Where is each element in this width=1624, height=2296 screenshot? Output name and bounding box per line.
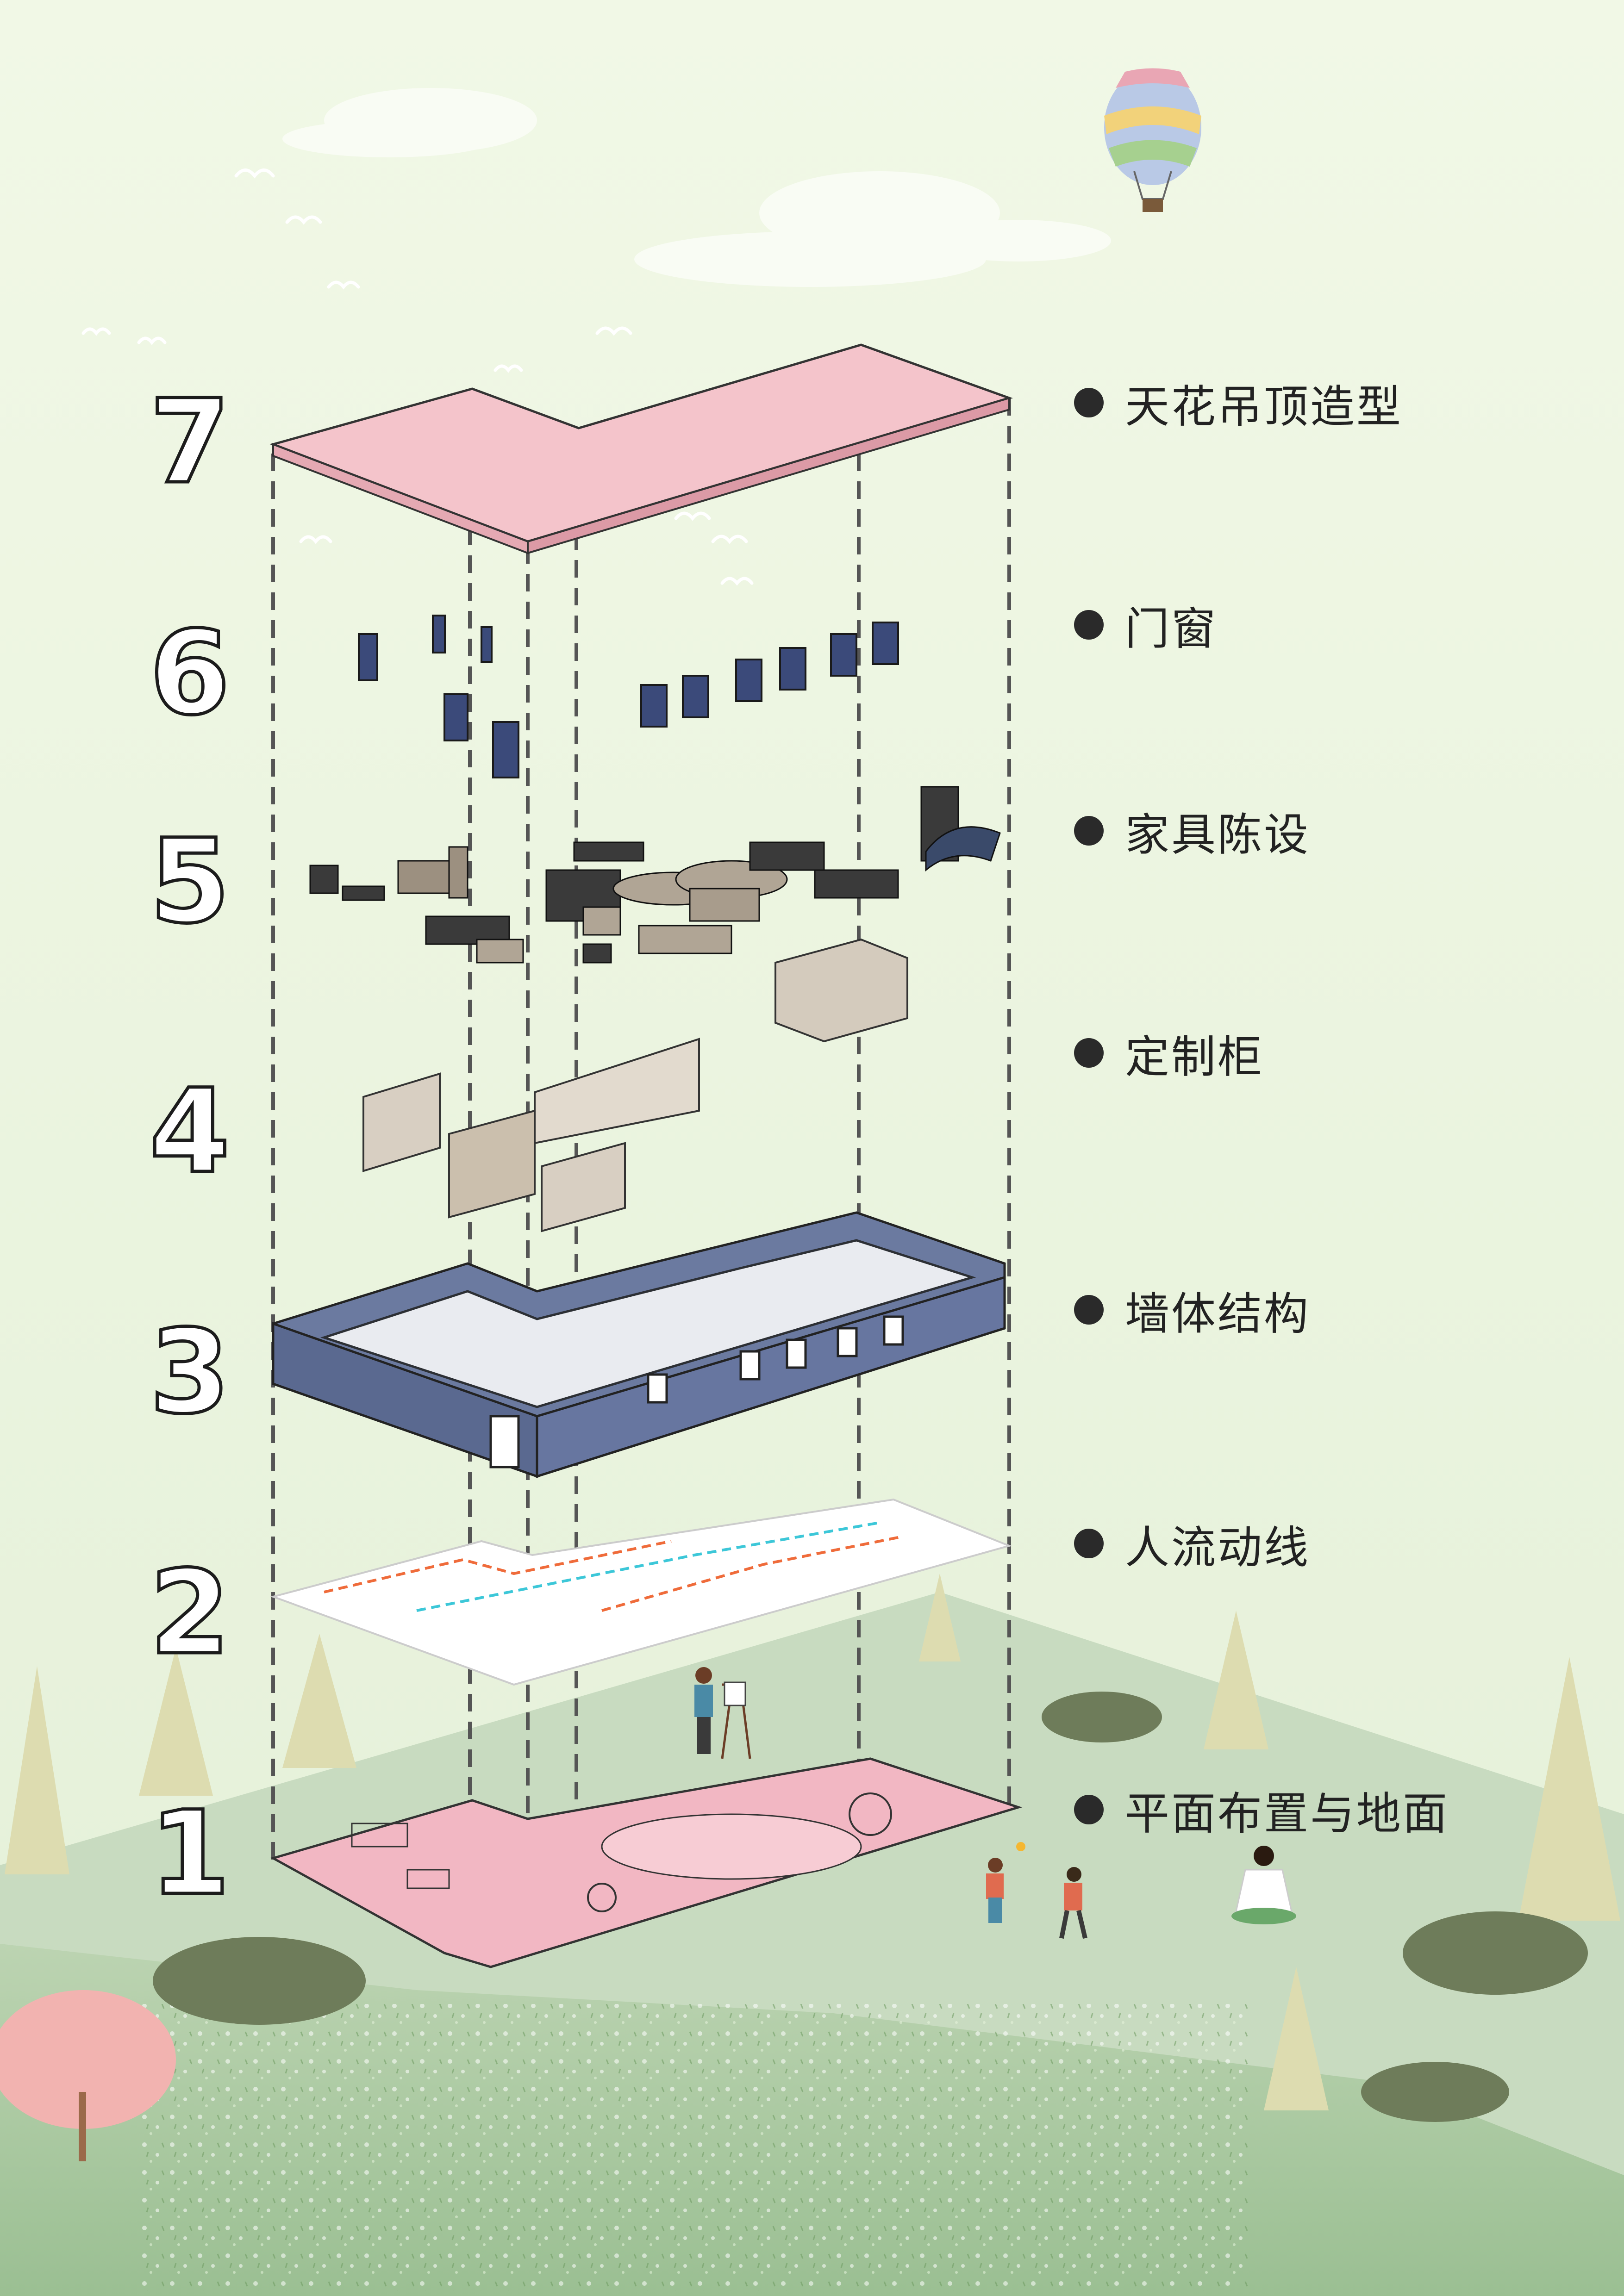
layer-number-5: 5: [148, 814, 232, 949]
flower-field: [139, 2004, 1250, 2291]
furniture-layer: [309, 786, 1001, 964]
layer-number-6: 6: [148, 606, 232, 740]
layer-label-text: 家具陈设: [1125, 809, 1310, 861]
bullet-icon: [1074, 388, 1104, 417]
layer-number-4: 4: [148, 1064, 232, 1199]
layer-label-2: 人流动线: [1074, 1516, 1310, 1574]
doors-windows-layer: [358, 615, 899, 778]
cloud: [282, 88, 1111, 287]
layer-number-1: 1: [148, 1786, 232, 1921]
layer-label-text: 定制柜: [1125, 1031, 1264, 1083]
layer-label-5: 家具陈设: [1074, 803, 1310, 861]
layer-number-2: 2: [148, 1545, 232, 1680]
layer-number-3: 3: [148, 1305, 232, 1439]
bullet-icon: [1074, 1295, 1104, 1325]
layer-label-1: 平面布置与地面: [1074, 1782, 1449, 1840]
layer-label-3: 墙体结构: [1074, 1282, 1310, 1340]
layer-number-7: 7: [148, 374, 232, 509]
layer-label-4: 定制柜: [1074, 1025, 1264, 1083]
ceiling-layer: [269, 343, 1013, 554]
bullet-icon: [1074, 1529, 1104, 1558]
wall-structure-layer: [272, 1211, 1006, 1478]
bullet-icon: [1074, 816, 1104, 846]
bird-icon: [81, 168, 754, 586]
tree-icon: [5, 1574, 1620, 2110]
floor-plan-layer: [270, 1757, 1023, 1968]
circulation-layer: [270, 1498, 1012, 1686]
layer-label-text: 天花吊顶造型: [1125, 380, 1403, 433]
person-icon: [694, 1667, 1296, 1939]
layer-label-6: 门窗: [1074, 597, 1218, 655]
hot-air-balloon-icon: [1104, 68, 1201, 212]
bullet-icon: [1074, 1795, 1104, 1824]
bullet-icon: [1074, 610, 1104, 640]
cherry-tree-icon: [0, 1990, 176, 2161]
layer-label-text: 门窗: [1125, 603, 1218, 655]
bullet-icon: [1074, 1038, 1104, 1068]
shrub-icon: [153, 1692, 1588, 2122]
layer-label-text: 墙体结构: [1125, 1288, 1310, 1340]
layer-label-text: 平面布置与地面: [1125, 1787, 1449, 1840]
custom-cabinets-layer: [362, 938, 908, 1232]
layer-label-7: 天花吊顶造型: [1074, 375, 1403, 433]
layer-label-text: 人流动线: [1125, 1521, 1310, 1574]
